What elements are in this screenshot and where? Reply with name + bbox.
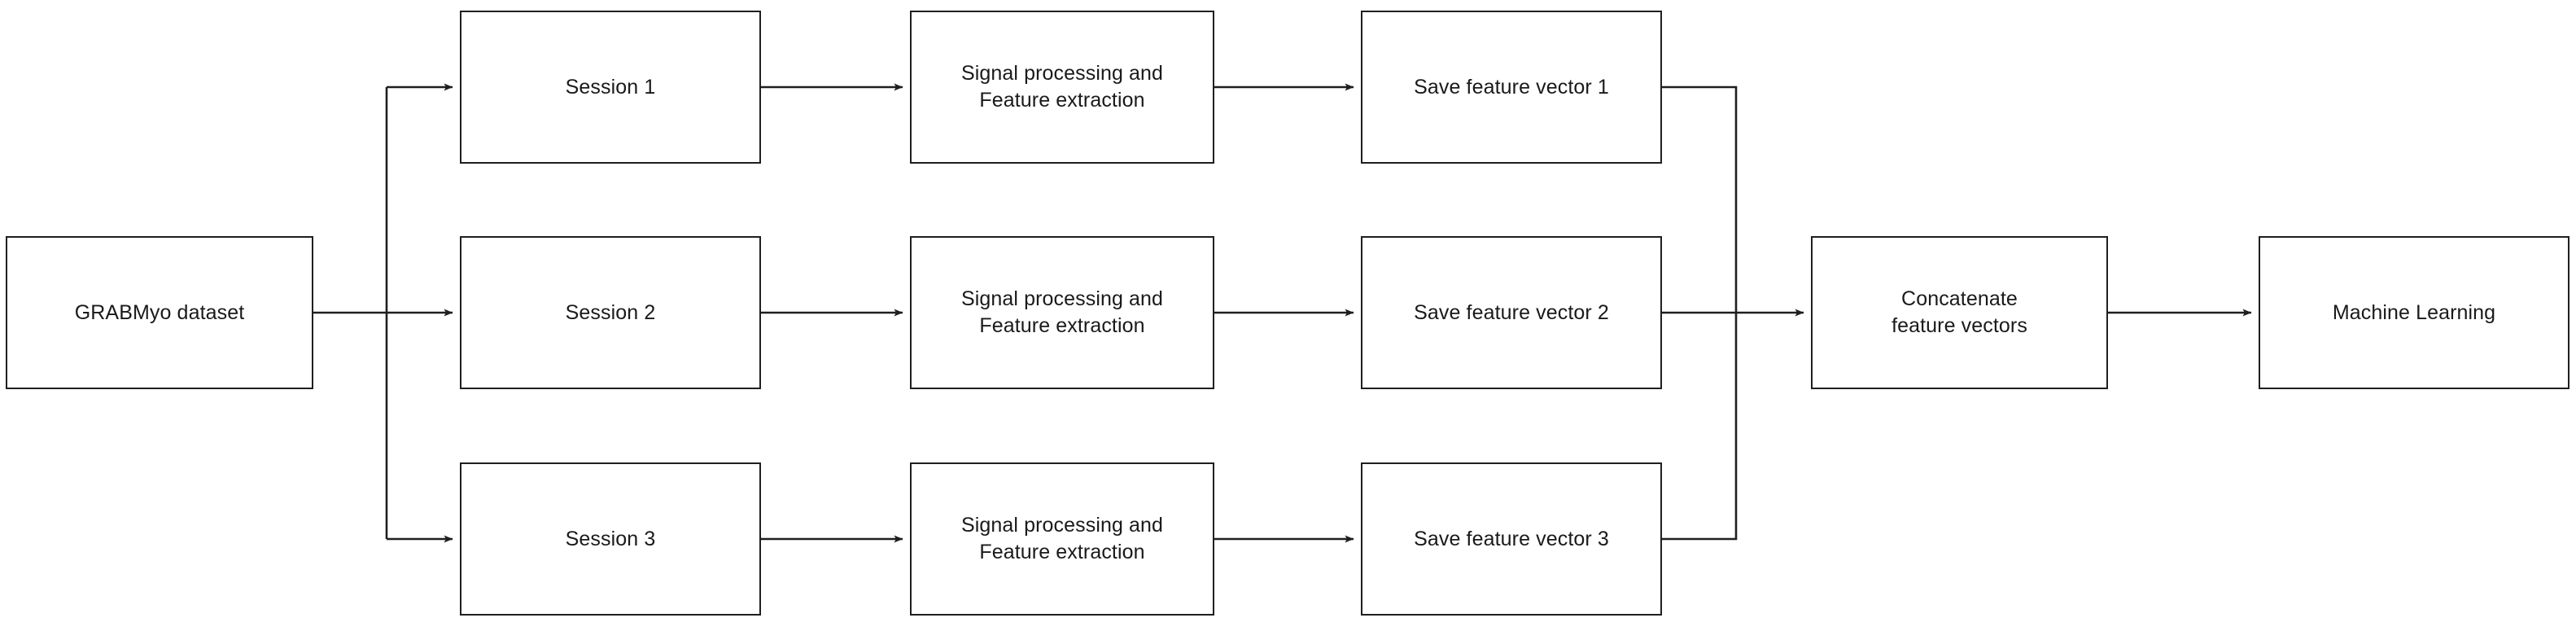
node-session-2[interactable]: Session 2 (460, 236, 761, 389)
node-signal-processing-1[interactable]: Signal processing and Feature extraction (910, 11, 1214, 164)
node-save-feature-vector-2[interactable]: Save feature vector 2 (1361, 236, 1662, 389)
node-session-1[interactable]: Session 1 (460, 11, 761, 164)
node-signal-processing-3[interactable]: Signal processing and Feature extraction (910, 462, 1214, 616)
node-label: Session 1 (565, 75, 656, 99)
node-label: Save feature vector 3 (1414, 527, 1609, 550)
node-label: Signal processing and Feature extraction (960, 287, 1164, 337)
node-label: Machine Learning (2332, 300, 2496, 324)
edge-save3-to-merge-bus (1662, 313, 1738, 541)
node-signal-processing-2[interactable]: Signal processing and Feature extraction (910, 236, 1214, 389)
node-label: Signal processing and Feature extraction (960, 514, 1164, 563)
edge-save1-to-merge-bus (1662, 85, 1738, 313)
node-machine-learning[interactable]: Machine Learning (2259, 236, 2569, 389)
node-label: Concatenate feature vectors (1892, 287, 2027, 337)
node-label: Save feature vector 2 (1414, 300, 1609, 324)
node-label: Session 3 (565, 527, 656, 550)
node-grabmyo-dataset[interactable]: GRABMyo dataset (6, 236, 313, 389)
node-save-feature-vector-3[interactable]: Save feature vector 3 (1361, 462, 1662, 616)
node-label: Save feature vector 1 (1414, 75, 1609, 99)
node-label: Session 2 (565, 300, 656, 324)
node-label: GRABMyo dataset (74, 300, 245, 324)
node-save-feature-vector-1[interactable]: Save feature vector 1 (1361, 11, 1662, 164)
node-session-3[interactable]: Session 3 (460, 462, 761, 616)
node-label: Signal processing and Feature extraction (960, 62, 1164, 112)
node-concatenate-feature-vectors[interactable]: Concatenate feature vectors (1811, 236, 2108, 389)
